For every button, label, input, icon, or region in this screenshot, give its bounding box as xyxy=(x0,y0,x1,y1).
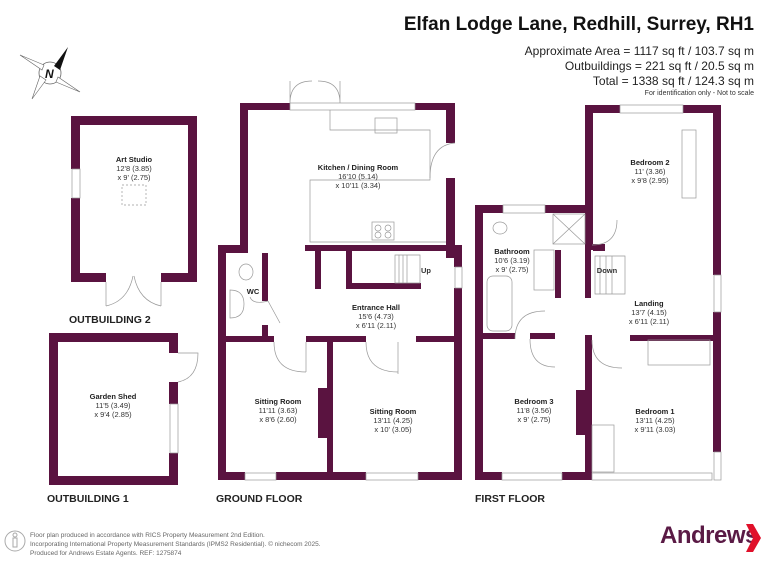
window-icon xyxy=(365,472,419,481)
double-door-icon xyxy=(105,275,162,307)
window-icon xyxy=(713,451,722,481)
door-icon xyxy=(249,296,281,324)
basin-icon xyxy=(229,289,245,319)
outbuilding-2-label: OUTBUILDING 2 xyxy=(69,314,151,326)
chevron-logo-icon xyxy=(746,524,761,552)
door-icon xyxy=(177,352,199,383)
stairs-down-label: Down xyxy=(596,266,618,275)
total-area: Total = 1338 sq ft / 124.3 sq m xyxy=(592,74,754,88)
door-icon xyxy=(514,219,623,369)
andrews-logo: Andrews xyxy=(660,522,758,549)
property-title: Elfan Lodge Lane, Redhill, Surrey, RH1 xyxy=(403,14,754,35)
toilet-icon xyxy=(238,263,254,281)
stairs-up-label: Up xyxy=(421,266,431,275)
outbuilding-1-label: OUTBUILDING 1 xyxy=(47,493,129,505)
window-icon xyxy=(591,472,713,481)
window-icon xyxy=(619,104,684,114)
window-icon xyxy=(289,102,416,111)
sink-icon xyxy=(374,117,398,134)
window-icon xyxy=(501,472,563,481)
compass-letter: N xyxy=(45,67,54,81)
skylight-icon xyxy=(121,184,147,206)
ground-floor-label: GROUND FLOOR xyxy=(216,493,303,505)
scale-note: For identification only - Not to scale xyxy=(644,90,754,97)
outbuildings-area: Outbuildings = 221 sq ft / 20.5 sq m xyxy=(564,59,754,73)
hob-icon xyxy=(371,221,395,241)
fixtures xyxy=(71,80,722,481)
stairs-icon xyxy=(594,255,626,295)
window-icon xyxy=(244,472,277,481)
room-wc: WC xyxy=(246,287,260,296)
door-icon xyxy=(273,341,399,374)
basin-icon xyxy=(533,249,555,291)
shower-icon xyxy=(552,213,586,245)
walls xyxy=(49,103,721,485)
wardrobe-icon xyxy=(647,339,711,366)
approx-area: Approximate Area = 1117 sq ft / 103.7 sq… xyxy=(524,44,754,58)
toilet-icon xyxy=(492,221,508,235)
window-icon xyxy=(71,168,81,199)
stairs-icon xyxy=(394,254,421,284)
bath-icon xyxy=(486,275,513,332)
wardrobe-icon xyxy=(591,424,615,473)
window-icon xyxy=(169,403,179,454)
footer-disclaimer: Floor plan produced in accordance with R… xyxy=(30,532,321,557)
window-icon xyxy=(454,266,463,289)
person-icon xyxy=(4,530,26,552)
door-icon xyxy=(429,142,456,179)
wardrobe-icon xyxy=(681,129,697,199)
window-icon xyxy=(713,274,722,313)
first-floor-label: FIRST FLOOR xyxy=(475,493,545,505)
french-doors-icon xyxy=(289,80,341,104)
window-icon xyxy=(502,204,546,214)
kitchen-worktop xyxy=(309,110,446,243)
compass-icon: N xyxy=(19,47,81,100)
